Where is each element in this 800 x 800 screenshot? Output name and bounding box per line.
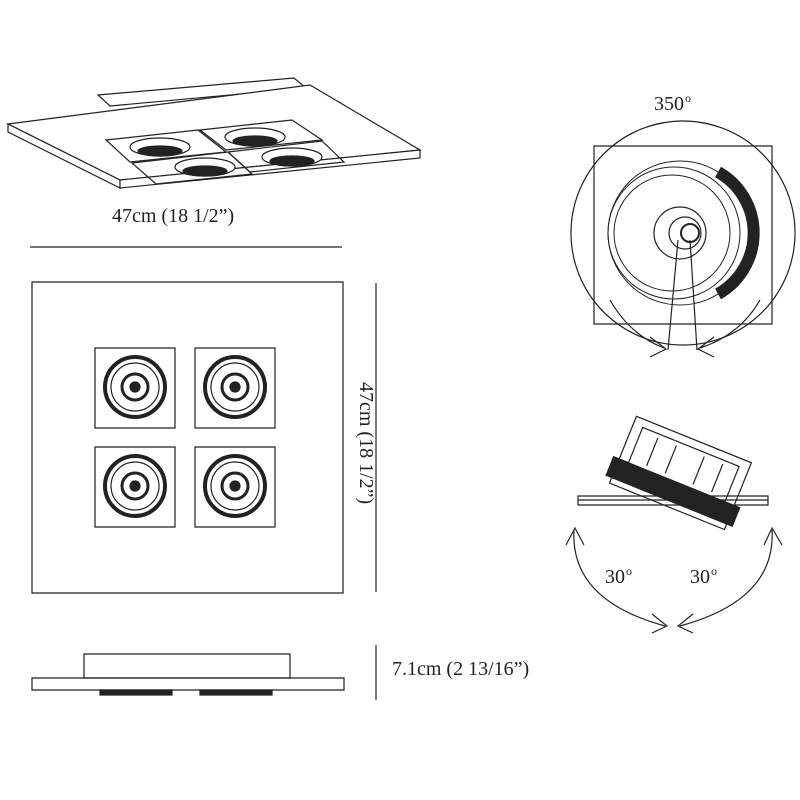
tilt-arrow-right bbox=[680, 530, 772, 626]
degree-mark: o bbox=[626, 564, 632, 578]
depth-label: 7.1cm (2 13/16”) bbox=[392, 658, 530, 680]
spotlight-top-left bbox=[105, 357, 165, 417]
tilt-right-angle-label: 30o bbox=[690, 565, 717, 587]
front-spot-frames bbox=[95, 348, 275, 527]
tilt-left-angle-label: 30o bbox=[605, 565, 632, 587]
degree-mark: o bbox=[711, 564, 717, 578]
front-panel bbox=[32, 282, 343, 593]
rotation-detail bbox=[571, 121, 795, 358]
tilt-left-angle-value: 30 bbox=[605, 566, 625, 588]
perspective-view bbox=[8, 78, 420, 188]
side-view bbox=[32, 654, 344, 695]
perspective-spot-frames bbox=[106, 120, 344, 184]
rotation-angle-label: 350o bbox=[654, 92, 691, 114]
spotlight-bottom-right bbox=[205, 456, 265, 516]
side-spot-right bbox=[200, 690, 272, 695]
side-spot-left bbox=[100, 690, 172, 695]
rotation-angle-value: 350 bbox=[654, 93, 684, 115]
front-view bbox=[32, 282, 343, 593]
side-panel bbox=[32, 678, 344, 690]
width-label: 47cm (18 1/2”) bbox=[112, 205, 235, 227]
spotlight-bottom-left bbox=[105, 456, 165, 516]
degree-mark: o bbox=[685, 91, 691, 105]
tilt-detail bbox=[565, 414, 783, 634]
front-spotlights bbox=[105, 357, 265, 516]
rotation-arrow-right bbox=[700, 300, 760, 348]
spotlight-top-right bbox=[205, 357, 265, 417]
tilt-right-angle-value: 30 bbox=[690, 566, 710, 588]
rotation-arrow-left bbox=[610, 300, 664, 348]
rotation-circle bbox=[571, 121, 795, 345]
side-mount-block bbox=[84, 654, 290, 678]
perspective-spotlights bbox=[130, 128, 322, 176]
rotation-spot-ribs bbox=[718, 172, 754, 294]
rotation-frame bbox=[594, 146, 772, 324]
height-label: 47cm (18 1/2”) bbox=[355, 382, 377, 505]
tilt-spotlight bbox=[604, 414, 757, 532]
tilt-arrow-left bbox=[574, 530, 665, 626]
